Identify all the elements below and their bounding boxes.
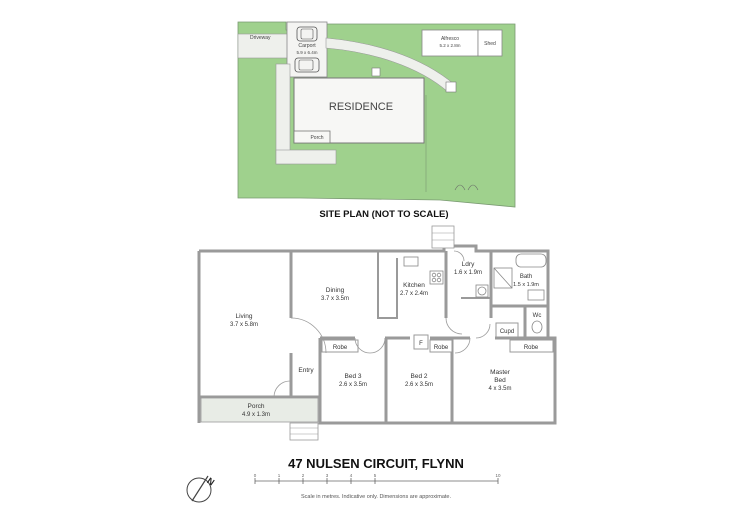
door-swing bbox=[369, 337, 386, 354]
kitchen-dim: 2.7 x 2.4m bbox=[400, 291, 428, 297]
shower-icon bbox=[493, 267, 513, 289]
wc-label: Wc bbox=[533, 313, 542, 319]
bath-dim: 1.5 x 1.9m bbox=[513, 282, 539, 288]
sink-icon bbox=[403, 256, 419, 267]
scale-tick-label: 10 bbox=[495, 473, 501, 478]
scale-tick-label: 4 bbox=[350, 473, 353, 478]
door-swing bbox=[453, 250, 465, 262]
compass: N bbox=[186, 475, 216, 503]
compass-needle bbox=[191, 475, 209, 502]
ldry-label: Ldry bbox=[462, 261, 475, 268]
scale-tick-label: 3 bbox=[326, 473, 329, 478]
scale-tick-label: 0 bbox=[254, 473, 257, 478]
burner-icon bbox=[431, 272, 437, 278]
porch-label: Porch bbox=[248, 403, 265, 410]
burner-icon bbox=[431, 277, 437, 283]
master-label: Master bbox=[490, 369, 511, 376]
robe-master-label: Robe bbox=[524, 345, 539, 351]
bed2-label: Bed 2 bbox=[411, 373, 428, 380]
entry-label: Entry bbox=[298, 367, 314, 374]
car-icon bbox=[296, 26, 318, 42]
shed bbox=[477, 29, 503, 57]
site-porch-label: Porch bbox=[310, 135, 323, 141]
site-porch bbox=[293, 130, 331, 144]
scale-tick-label: 1 bbox=[278, 473, 281, 478]
alfresco-label: Alfresco bbox=[441, 36, 459, 42]
site-plan-caption: SITE PLAN (NOT TO SCALE) bbox=[319, 209, 448, 220]
master-label-2: Bed bbox=[494, 377, 506, 384]
alfresco-dim: 5.2 x 2.8m bbox=[439, 43, 460, 48]
door-swing bbox=[290, 317, 327, 354]
bathtub-icon bbox=[515, 253, 547, 268]
kitchen-bench bbox=[377, 251, 398, 319]
fridge-space bbox=[413, 334, 429, 350]
burner-icon bbox=[436, 277, 442, 283]
robe-bed3-label: Robe bbox=[333, 345, 348, 351]
washer-drum-icon bbox=[477, 286, 487, 296]
steps-icon bbox=[445, 81, 457, 93]
gate-icon bbox=[454, 184, 479, 191]
porch-steps bbox=[289, 422, 319, 441]
vanity-icon bbox=[527, 289, 545, 301]
bath-label: Bath bbox=[520, 274, 532, 280]
washer-icon bbox=[475, 284, 489, 298]
burner-icon bbox=[436, 272, 442, 278]
door-swing bbox=[273, 380, 291, 398]
master-dim: 4 x 3.5m bbox=[488, 386, 511, 392]
cupd bbox=[495, 322, 519, 338]
fixtures bbox=[403, 253, 547, 334]
toilet-icon bbox=[531, 320, 543, 334]
scale-tick-label: 5 bbox=[374, 473, 377, 478]
compass-ring bbox=[186, 477, 212, 503]
scale-ticks: 0 1 2 3 4 5 10 bbox=[254, 473, 501, 484]
site-plan: Driveway Carport 5.9 x 6.4m Alfresco 5.2… bbox=[237, 21, 516, 208]
living-dim: 3.7 x 5.8m bbox=[230, 322, 258, 328]
door-swing bbox=[445, 317, 463, 335]
carport bbox=[286, 21, 328, 78]
front-path bbox=[275, 149, 337, 165]
room-labels: Living 3.7 x 5.8m Dining 3.7 x 3.5m Kitc… bbox=[230, 261, 541, 418]
side-path bbox=[275, 63, 291, 165]
car-icon bbox=[294, 57, 320, 73]
north-label: N bbox=[205, 476, 216, 488]
door-swing bbox=[454, 337, 471, 354]
porch-dim: 4.9 x 1.3m bbox=[242, 412, 270, 418]
driveway bbox=[237, 33, 289, 59]
ldry-dim: 1.6 x 1.9m bbox=[454, 270, 482, 276]
fridge-label: F bbox=[419, 341, 423, 347]
stove-icon bbox=[429, 270, 444, 285]
carport-label: Carport bbox=[298, 43, 316, 49]
rear-steps bbox=[431, 225, 455, 249]
scale-bar: 0 1 2 3 4 5 10 Scale in metres. Indicative onl… bbox=[254, 473, 501, 500]
scale-note: Scale in metres. Indicative only. Dimens… bbox=[301, 494, 451, 500]
door-swing bbox=[475, 323, 491, 339]
steps-icon bbox=[371, 67, 381, 77]
dining-label: Dining bbox=[326, 287, 345, 294]
bed3-dim: 2.6 x 3.5m bbox=[339, 382, 367, 388]
robe-master bbox=[509, 339, 554, 353]
living-label: Living bbox=[236, 313, 253, 320]
carport-dim: 5.9 x 6.4m bbox=[296, 50, 317, 55]
residence-label: RESIDENCE bbox=[329, 101, 393, 113]
kitchen-label: Kitchen bbox=[403, 282, 425, 289]
driveway-label: Driveway bbox=[250, 35, 271, 41]
door-swing bbox=[354, 337, 371, 354]
robe-bed2-label: Robe bbox=[434, 345, 449, 351]
robe-bed2 bbox=[429, 339, 453, 353]
address-title: 47 NULSEN CIRCUIT, FLYNN bbox=[288, 456, 464, 471]
bed2-dim: 2.6 x 3.5m bbox=[405, 382, 433, 388]
robe-bed3 bbox=[321, 339, 359, 353]
bed3-label: Bed 3 bbox=[345, 373, 362, 380]
door-swings bbox=[273, 250, 491, 398]
shower-icon bbox=[493, 267, 513, 289]
cupd-label: Cupd bbox=[500, 329, 514, 335]
scale-tick-label: 2 bbox=[302, 473, 305, 478]
porch-area bbox=[200, 397, 319, 423]
shed-label: Shed bbox=[484, 41, 496, 47]
dining-dim: 3.7 x 3.5m bbox=[321, 296, 349, 302]
